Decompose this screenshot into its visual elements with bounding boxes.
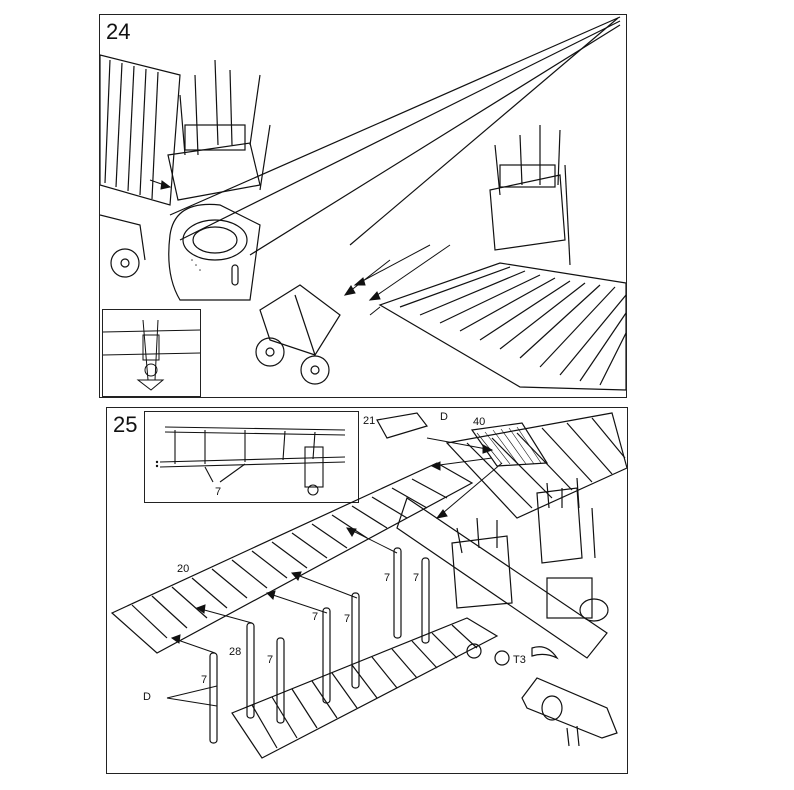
step-24-panel: 24 — [99, 14, 627, 398]
inset-callout-7: 7 — [215, 486, 222, 498]
step-25-illustration — [110, 412, 627, 759]
callout-7-d: 7 — [344, 613, 351, 625]
side-view-sketch — [155, 426, 346, 496]
callout-7-c: 7 — [312, 611, 319, 623]
step-25-panel: 25 7 — [106, 407, 628, 774]
callout-7-a: 7 — [384, 572, 391, 584]
callout-20: 20 — [177, 563, 190, 575]
callout-d-lower: D — [143, 691, 151, 703]
callout-d-upper: D — [440, 411, 448, 423]
callout-7-b: 7 — [413, 572, 420, 584]
step-24-inset-front-view — [102, 309, 201, 397]
callout-7-f: 7 — [201, 674, 208, 686]
callout-28: 28 — [229, 646, 242, 658]
step-25-number: 25 — [113, 412, 138, 437]
callout-21: 21 — [363, 415, 376, 427]
callout-40: 40 — [473, 416, 486, 428]
callout-t3: T3 — [513, 654, 526, 666]
step-25-inset-side-view: 7 — [144, 411, 359, 503]
step-24-illustration — [100, 16, 626, 391]
callout-7-e: 7 — [267, 654, 274, 666]
step-24-number: 24 — [106, 19, 131, 44]
front-view-sketch — [103, 319, 200, 391]
